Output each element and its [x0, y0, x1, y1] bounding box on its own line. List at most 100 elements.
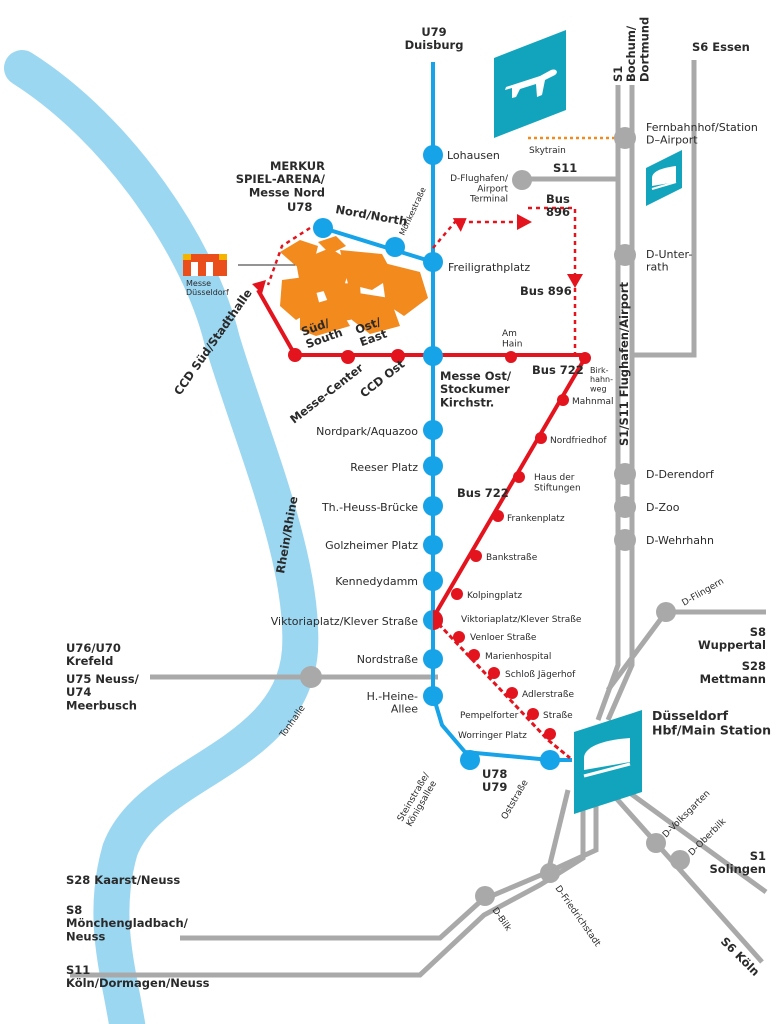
messe-halls	[280, 236, 428, 336]
stop-haus-der-stiftungen	[513, 471, 525, 483]
label-bus-722-b: Bus 722	[457, 486, 509, 500]
label-bankstrasse: Bankstraße	[486, 553, 538, 563]
stop-heuss	[423, 496, 443, 516]
rhine-river	[4, 50, 319, 1024]
stop-worringer	[544, 728, 556, 740]
stop-flughafen-terminal	[512, 170, 532, 190]
label-heuss: Th.-Heuss-Brücke	[321, 501, 418, 514]
label-unterrath: D-Unter-rath	[646, 248, 692, 274]
stop-bilk	[475, 886, 495, 906]
rail-south-a	[180, 770, 599, 941]
label-zoo: D-Zoo	[646, 501, 680, 514]
stop-volksgarten	[646, 833, 666, 853]
label-schloss: Schloß Jägerhof	[505, 670, 576, 680]
stop-moerikestrasse	[385, 237, 405, 257]
label-pempelforter: Pempelforter	[460, 711, 519, 721]
label-bus-896-b: Bus 896	[520, 284, 572, 298]
stop-schloss	[488, 667, 500, 679]
label-ccd-ost: CCD Ost	[357, 357, 407, 401]
stop-marienhospital	[468, 649, 480, 661]
stop-steinstrasse	[460, 750, 480, 770]
label-frankenplatz: Frankenplatz	[507, 514, 565, 524]
label-moerikestrasse: Mörikestraße	[398, 186, 428, 237]
label-venloer: Venloer Straße	[470, 633, 537, 643]
stop-venloer	[453, 631, 465, 643]
stop-flingern	[656, 602, 676, 622]
label-bilk: D-Bilk	[490, 906, 514, 934]
bus-arrows	[252, 214, 583, 294]
stop-wehrhahn	[614, 529, 636, 551]
stop-ccd-sued	[288, 348, 302, 362]
label-adlerstrasse: Adlerstraße	[522, 690, 575, 700]
stop-frankenplatz	[492, 510, 504, 522]
label-kennedydamm: Kennedydamm	[335, 575, 418, 588]
stop-heine	[423, 686, 443, 706]
label-mahnmal: Mahnmal	[572, 397, 613, 407]
label-marienhospital: Marienhospital	[485, 652, 551, 662]
stop-tonhalle	[300, 666, 322, 688]
label-birkhahnweg: Birk-hahn-weg	[590, 366, 613, 393]
rail-s1-east	[605, 85, 635, 721]
label-friedrichstadt: D-Friedrichstadt	[553, 884, 603, 949]
stop-nordstrasse	[423, 649, 443, 669]
stop-ccd-ost	[391, 349, 405, 363]
label-wehrhahn: D-Wehrhahn	[646, 534, 714, 547]
label-flingern: D-Flingern	[681, 577, 726, 609]
messe-logo	[183, 254, 227, 276]
stop-friedrichstadt	[540, 863, 560, 883]
rail-s1-solingen	[610, 777, 768, 895]
stop-messe-ost	[423, 346, 443, 366]
train-icon-hbf	[574, 710, 642, 814]
stop-kennedydamm	[423, 571, 443, 591]
bus-stops	[288, 348, 591, 740]
label-kolpingplatz: Kolpingplatz	[467, 591, 522, 601]
stop-messe-center	[341, 350, 355, 364]
stop-golzheimer	[423, 535, 443, 555]
bus-896-messe	[266, 226, 311, 286]
label-messe-center: Messe-Center	[287, 360, 366, 426]
stop-lohausen	[423, 145, 443, 165]
label-skytrain: Skytrain	[529, 146, 566, 156]
stop-merkur-arena	[313, 218, 333, 238]
u78-spur	[322, 226, 434, 264]
bus-722-south	[431, 616, 571, 760]
label-viktoriaplatz-blue: Viktoriaplatz/Klever Straße	[271, 615, 418, 628]
stop-zoo	[614, 496, 636, 518]
stop-reeser	[423, 456, 443, 476]
label-reeser: Reeser Platz	[350, 461, 418, 474]
label-steinstrasse: Steinstraße/Königsallee	[396, 770, 441, 828]
stop-derendorf	[614, 463, 636, 485]
stop-fernbahnhof	[614, 127, 636, 149]
stop-oberbilk	[670, 850, 690, 870]
label-strasse: Straße	[543, 711, 573, 721]
label-nordstrasse: Nordstraße	[357, 653, 419, 666]
stop-adlerstrasse	[506, 687, 518, 699]
stop-am-hain	[505, 351, 517, 363]
rail-south-b	[70, 775, 586, 978]
label-s1-bochum: S1Bochum/Dortmund	[611, 17, 651, 82]
stop-mahnmal	[557, 394, 569, 406]
label-nord-north: Nord/North	[334, 202, 408, 228]
rail-s6-essen	[632, 60, 697, 358]
stop-kolpingplatz	[451, 588, 463, 600]
stop-pempelforter	[527, 708, 539, 720]
stop-nordpark	[423, 420, 443, 440]
label-freiligrathplatz: Freiligrathplatz	[448, 261, 530, 274]
label-nordfriedhof: Nordfriedhof	[550, 436, 607, 446]
label-golzheimer: Golzheimer Platz	[325, 539, 418, 552]
rail-s6-koeln	[598, 778, 764, 964]
stop-unterrath	[614, 244, 636, 266]
label-bus-722-a: Bus 722	[532, 363, 584, 377]
